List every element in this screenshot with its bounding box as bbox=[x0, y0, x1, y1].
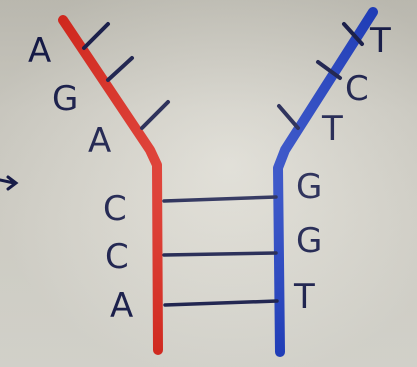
right-tick-3 bbox=[277, 104, 300, 130]
left-base-5: C bbox=[105, 237, 129, 277]
right-base-6: T bbox=[293, 277, 315, 317]
right-base-5: G bbox=[296, 221, 322, 261]
right-tick-1 bbox=[342, 22, 364, 46]
left-base-ticks bbox=[82, 22, 170, 130]
right-base-3: T bbox=[321, 109, 343, 149]
base-pair-rungs bbox=[162, 195, 279, 307]
base-pair-rung-2 bbox=[162, 251, 278, 257]
left-tick-1 bbox=[82, 22, 110, 50]
right-base-1: T bbox=[369, 21, 391, 61]
left-tick-3 bbox=[140, 100, 170, 130]
left-strand-backbone bbox=[58, 15, 163, 355]
right-base-2: C bbox=[345, 69, 369, 109]
left-base-2: G bbox=[52, 79, 78, 119]
right-strand-backbone bbox=[273, 7, 378, 357]
right-base-4: G bbox=[296, 167, 322, 207]
left-base-6: A bbox=[110, 286, 133, 326]
edge-arrow-mark bbox=[0, 175, 19, 191]
right-base-ticks bbox=[277, 22, 364, 130]
left-base-4: C bbox=[103, 189, 127, 229]
right-tick-2 bbox=[316, 60, 342, 80]
base-pair-rung-3 bbox=[163, 299, 279, 307]
left-base-3: A bbox=[88, 121, 111, 161]
left-base-1: A bbox=[28, 31, 51, 71]
base-pair-rung-1 bbox=[162, 195, 278, 203]
left-tick-2 bbox=[106, 56, 134, 82]
